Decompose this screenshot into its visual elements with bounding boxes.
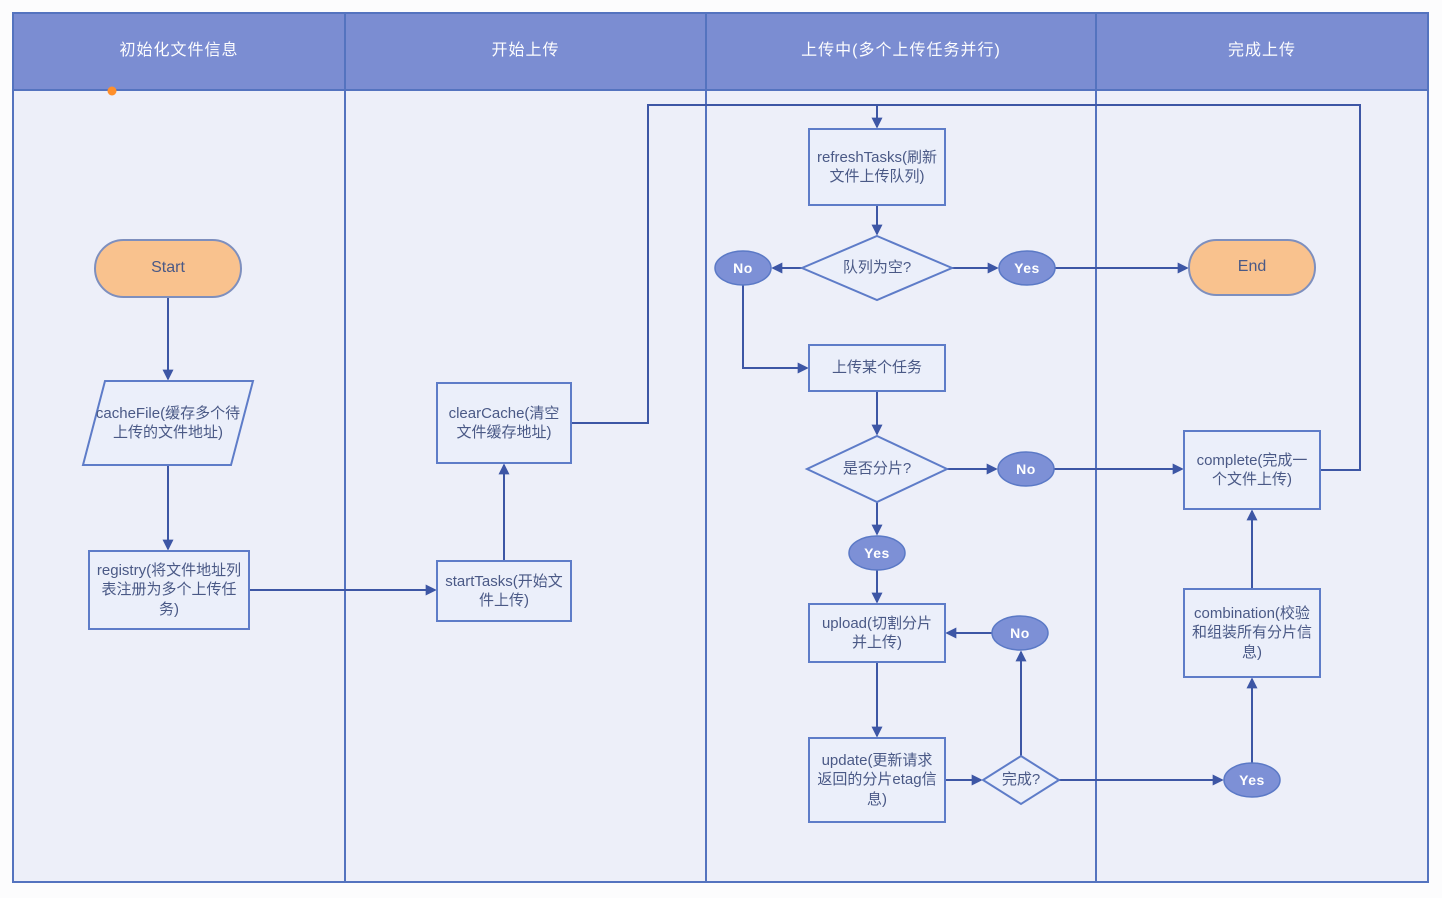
badge-is-chunked-yes[interactable]	[848, 535, 906, 571]
connection-point-dot	[107, 86, 117, 96]
node-start[interactable]	[94, 239, 242, 298]
node-queue-empty-decision[interactable]	[799, 234, 955, 302]
node-is-chunked-decision[interactable]	[804, 434, 950, 504]
connectors	[162, 104, 1361, 786]
badge-done-no[interactable]	[991, 615, 1049, 651]
edge-clearcache-refreshtasks	[571, 104, 883, 424]
badge-queue-empty-no[interactable]	[714, 250, 772, 286]
edge-no-uploadtask	[742, 285, 809, 374]
node-end[interactable]	[1188, 239, 1316, 296]
badge-done-yes[interactable]	[1223, 762, 1281, 798]
node-done-decision[interactable]	[981, 754, 1061, 806]
lane-header-band	[12, 12, 1429, 91]
nodes	[81, 86, 1321, 823]
node-registry[interactable]	[88, 550, 250, 630]
badge-queue-empty-yes[interactable]	[998, 250, 1056, 286]
node-cachefile[interactable]	[81, 380, 255, 466]
node-refreshtasks[interactable]	[808, 128, 946, 206]
node-upload-task[interactable]	[808, 344, 946, 392]
node-complete[interactable]	[1183, 430, 1321, 510]
badge-is-chunked-no[interactable]	[997, 451, 1055, 487]
node-update[interactable]	[808, 737, 946, 823]
node-clearcache[interactable]	[436, 382, 572, 464]
edge-complete-refreshtasks	[877, 104, 1361, 471]
node-combination[interactable]	[1183, 588, 1321, 678]
node-starttasks[interactable]	[436, 560, 572, 622]
node-upload[interactable]	[808, 603, 946, 663]
